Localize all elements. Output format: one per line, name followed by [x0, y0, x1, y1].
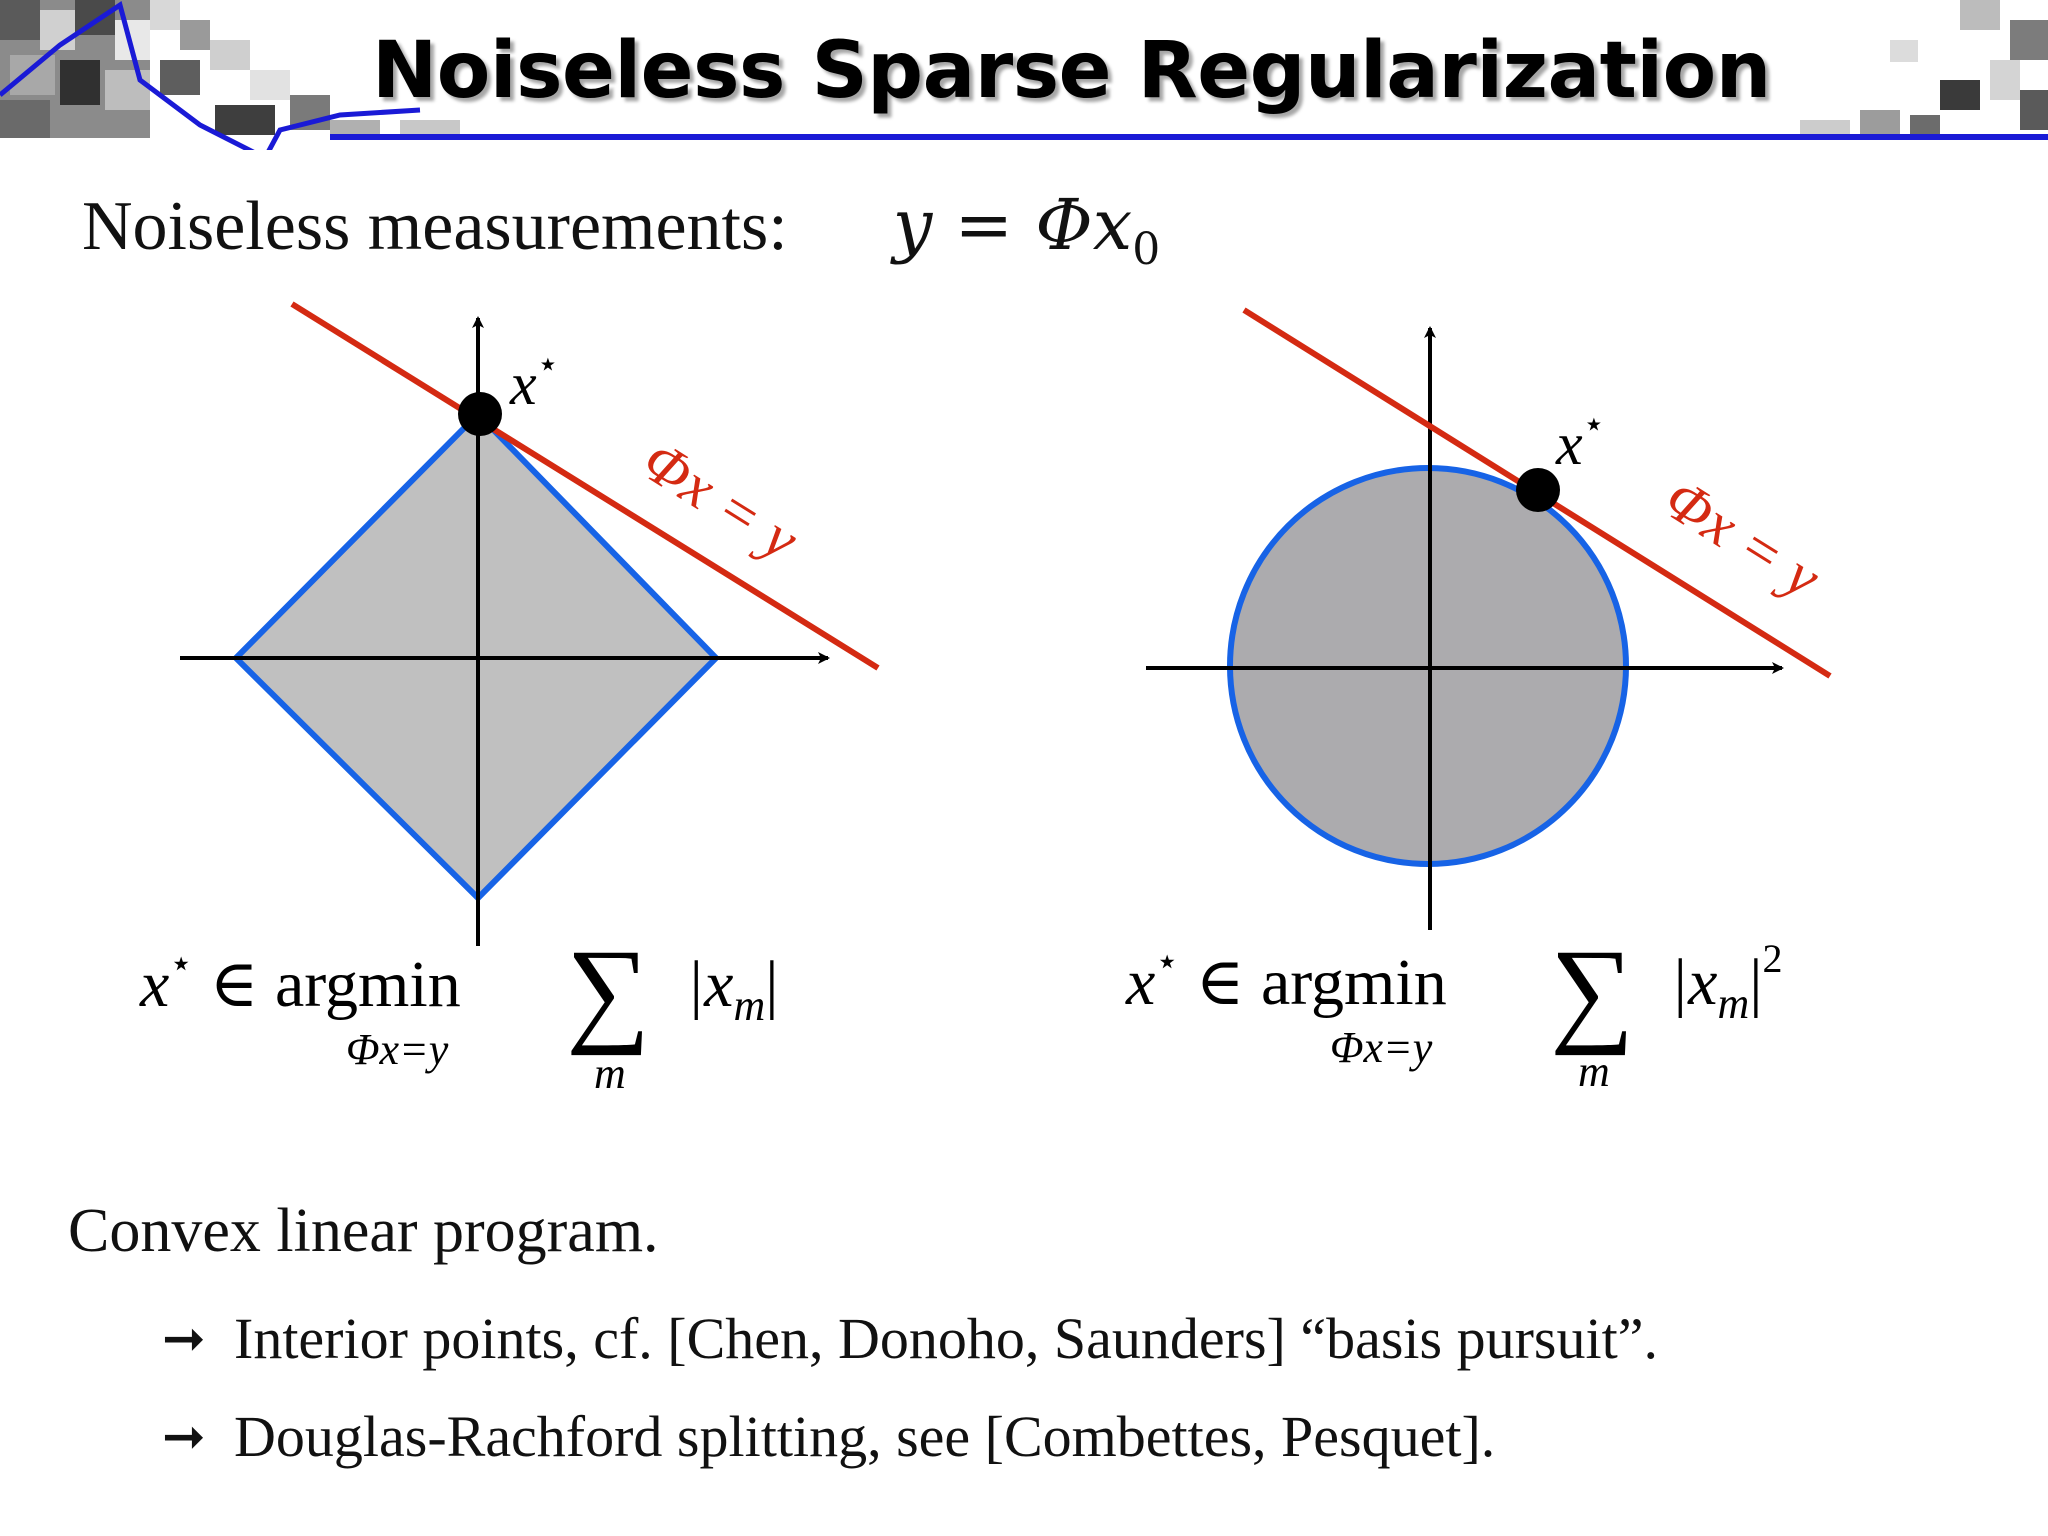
right-point-label: x⋆ [1555, 404, 1605, 477]
left-formula-main: x⋆ ∈ argmin [139, 943, 461, 1021]
measurements-eq-rest: = Φx [932, 184, 1133, 266]
left-figure: x⋆ Φx = y [180, 301, 880, 946]
right-formula-main: x⋆ ∈ argmin [1125, 941, 1447, 1019]
bullet-text: Interior points, cf. [Chen, Donoho, Saun… [234, 1306, 1658, 1371]
bullet-text: Douglas-Rachford splitting, see [Combett… [234, 1404, 1496, 1469]
right-formula: x⋆ ∈ argmin Φx=y ∑ m |xm|2 [1125, 925, 1782, 1096]
header-thumbnail-right [1800, 0, 2048, 135]
arrow-right-icon: ➞ [162, 1309, 206, 1369]
right-formula-sum: ∑ [1550, 925, 1634, 1056]
header-decoration [0, 0, 2048, 162]
left-formula-sum-index: m [594, 1049, 626, 1098]
slide-header: Noiseless Sparse Regularization [0, 0, 2048, 162]
convex-program-text: Convex linear program. [68, 1197, 659, 1265]
left-formula-sum: ∑ [566, 925, 650, 1056]
left-formula-body: |xm| [686, 948, 778, 1030]
left-solution-point [458, 392, 502, 436]
bullet-item-interior-points: ➞ Interior points, cf. [Chen, Donoho, Sau… [162, 1305, 1658, 1372]
measurements-line: Noiseless measurements: y = Φx0 [82, 184, 1160, 275]
right-solution-point [1516, 468, 1560, 512]
right-figure: x⋆ Φx = y [1146, 307, 1832, 930]
arrow-right-icon: ➞ [162, 1407, 206, 1467]
right-formula-constraint: Φx=y [1330, 1023, 1433, 1072]
right-formula-sum-index: m [1578, 1047, 1610, 1096]
left-point-label: x⋆ [509, 344, 559, 417]
measurements-eq-sub: 0 [1132, 224, 1161, 275]
measurements-eq-y: y [892, 184, 933, 266]
bullet-item-douglas-rachford: ➞ Douglas-Rachford splitting, see [Combet… [162, 1403, 1495, 1470]
slide-title: Noiseless Sparse Regularization [372, 26, 1771, 116]
left-formula-constraint: Φx=y [346, 1025, 449, 1074]
right-line-label: Φx = y [1653, 465, 1832, 611]
left-line-label: Φx = y [631, 427, 810, 573]
left-formula: x⋆ ∈ argmin Φx=y ∑ m |xm| [139, 925, 778, 1098]
left-constraint-line [290, 301, 880, 671]
header-thumbnail-left [0, 0, 460, 162]
measurements-label: Noiseless measurements: [82, 188, 788, 265]
right-formula-body: |xm|2 [1670, 936, 1782, 1028]
